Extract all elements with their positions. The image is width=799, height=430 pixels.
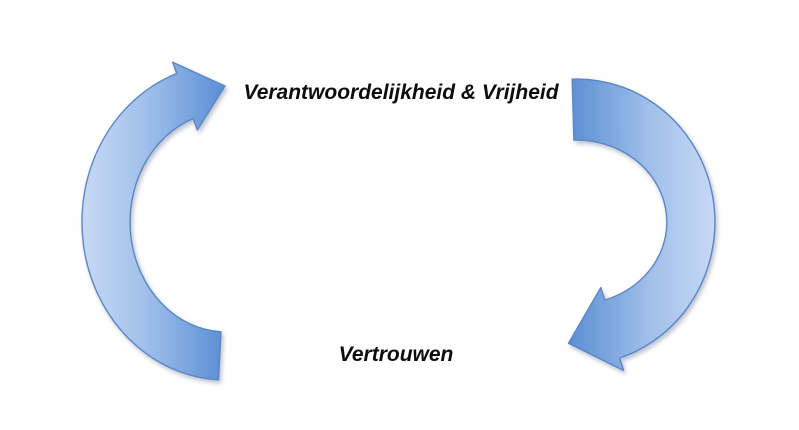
- label-trust: Vertrouwen: [338, 343, 454, 366]
- curved-arrow-right-icon: [567, 78, 716, 372]
- curved-arrow-left-icon: [81, 61, 226, 381]
- label-responsibility-freedom: Verantwoordelijkheid & Vrijheid: [243, 81, 559, 104]
